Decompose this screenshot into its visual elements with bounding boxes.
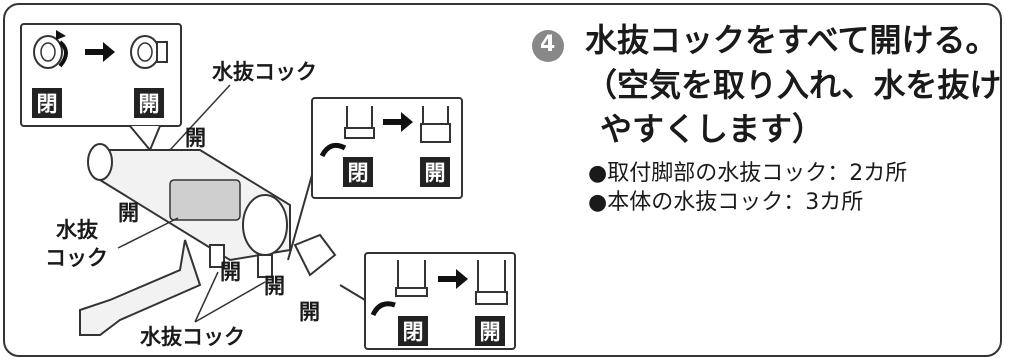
step-number: 4	[540, 32, 556, 57]
knob-closed-icon	[33, 30, 68, 69]
open-box-top: 開	[134, 88, 164, 118]
open-label-5: 開	[299, 300, 320, 324]
open-label-2: 開	[118, 201, 139, 225]
step-number-badge	[532, 30, 564, 62]
drain-cock-left-2: コック	[45, 246, 108, 270]
drain-cock-left-1: 水抜	[56, 218, 98, 242]
step-subtitle-1: （空気を取り入れ、水を抜け	[585, 66, 1002, 104]
faucet-body	[79, 143, 337, 336]
closed-box-mid: 閉	[343, 157, 373, 187]
knob-open-icon	[130, 35, 168, 69]
step-subtitle-2: やすくします）	[600, 110, 825, 148]
open-box-mid: 開	[420, 157, 450, 187]
diagram-frame	[3, 3, 1002, 357]
arrow-right-icon	[383, 112, 413, 132]
open-label-3: 開	[220, 260, 241, 284]
arrow-right-icon	[438, 269, 468, 289]
bottom-open-valve-icon	[475, 260, 508, 305]
open-box-bottom: 開	[475, 316, 505, 346]
open-label-4: 開	[264, 274, 285, 298]
drain-cock-label-bottom: 水抜コック	[140, 325, 245, 349]
open-label-1: 開	[185, 126, 206, 150]
bottom-closed-valve-icon	[370, 260, 428, 317]
bullet-2: ●本体の水抜コック：3カ所	[588, 190, 864, 215]
mid-open-valve-icon	[420, 106, 451, 143]
mid-closed-valve-icon	[319, 106, 375, 158]
closed-box-bottom: 閉	[398, 316, 428, 346]
arrow-right-icon	[85, 42, 115, 62]
drain-cock-label-top: 水抜コック	[212, 60, 317, 84]
step-title: 水抜コックをすべて開ける。	[585, 21, 998, 59]
closed-box-top: 閉	[32, 88, 62, 118]
bullet-1: ●取付脚部の水抜コック：2カ所	[588, 161, 908, 186]
